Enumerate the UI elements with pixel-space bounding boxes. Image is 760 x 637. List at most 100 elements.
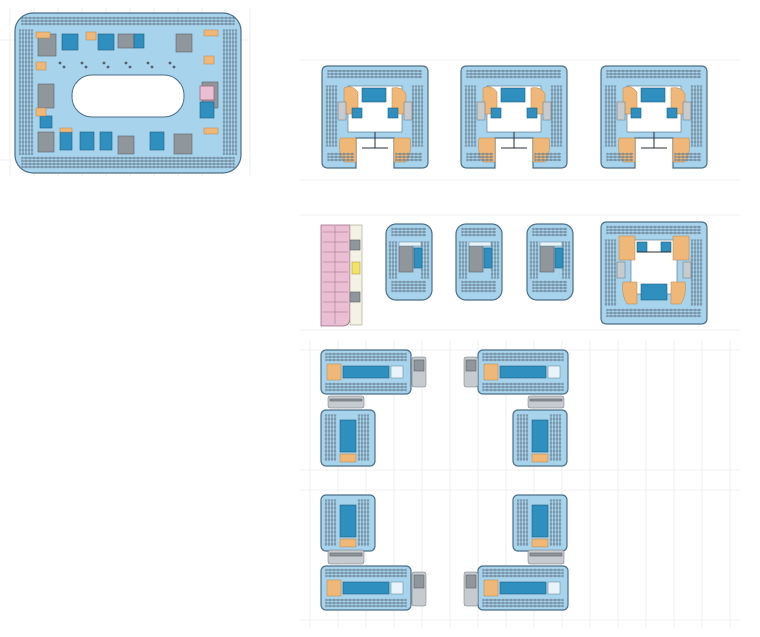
meeting-room	[531, 419, 549, 453]
central-atrium	[71, 74, 185, 118]
workstation-columns	[516, 499, 529, 546]
core-block	[37, 131, 55, 153]
meeting-room	[500, 87, 526, 103]
meeting-room	[483, 247, 493, 269]
shared-space	[393, 137, 411, 163]
shared-space	[35, 61, 47, 71]
workstation-rows	[461, 227, 496, 237]
core-block	[337, 101, 347, 121]
core-block	[349, 239, 361, 251]
shared-space	[339, 453, 357, 463]
seating-dot	[80, 61, 84, 65]
shared-space	[35, 107, 47, 117]
core-block	[117, 33, 135, 49]
cluster-mid-right	[512, 409, 568, 467]
workstation-rows	[606, 69, 701, 79]
core-block	[468, 245, 484, 273]
meeting-room	[499, 365, 547, 379]
meeting-room	[79, 131, 95, 151]
meeting-room	[61, 33, 79, 51]
workstation-rows	[482, 352, 564, 362]
meeting-room	[660, 241, 672, 253]
workstation-columns	[325, 85, 338, 147]
corridor	[539, 241, 563, 247]
lift-core	[529, 552, 563, 557]
shared-space	[326, 579, 342, 597]
meeting-room	[361, 87, 387, 103]
cluster-bottom-right	[477, 565, 569, 611]
tower-2	[455, 223, 503, 301]
meeting-room	[636, 241, 648, 253]
meeting-room	[149, 131, 165, 151]
c-block-3	[600, 65, 708, 169]
corridor	[398, 241, 422, 247]
stair-core	[351, 261, 361, 275]
meeting-room	[666, 107, 678, 119]
shared-space	[532, 137, 550, 163]
workstation-rows	[466, 152, 493, 162]
pantry	[390, 365, 404, 379]
core-tl-link	[327, 395, 365, 409]
workstation-rows	[327, 152, 354, 162]
core-tr-link	[527, 395, 565, 409]
core-block	[175, 33, 193, 53]
core-block	[173, 133, 193, 155]
meeting-room	[554, 247, 564, 269]
workstation-columns	[222, 29, 238, 155]
core-block	[616, 101, 626, 121]
workstation-rows	[327, 69, 422, 79]
workstation-columns	[549, 414, 562, 461]
workstation-rows	[482, 598, 564, 608]
shared-space	[203, 29, 219, 37]
shared-space	[339, 538, 357, 548]
meeting-room	[630, 107, 642, 119]
shared-space	[59, 127, 73, 133]
meeting-room	[342, 365, 390, 379]
shared-space	[35, 31, 51, 39]
core-block	[403, 101, 413, 121]
workstation-columns	[690, 239, 703, 306]
meeting-room	[59, 131, 73, 151]
workstation-rows	[21, 16, 235, 26]
cluster-low-left	[320, 494, 376, 552]
meeting-room	[413, 247, 423, 269]
workstation-columns	[357, 499, 370, 546]
meeting-room	[342, 581, 390, 595]
tower-1	[385, 223, 433, 301]
meeting-room	[39, 115, 53, 129]
workstation-columns	[388, 241, 398, 279]
ring-plan	[14, 12, 242, 174]
meeting-room	[499, 581, 547, 595]
workstation-columns	[604, 239, 617, 306]
core-block	[37, 83, 55, 109]
workstation-rows	[532, 280, 567, 293]
seating-dot	[128, 65, 132, 69]
workstation-columns	[411, 85, 424, 147]
core-block	[539, 245, 555, 273]
workstation-rows	[606, 308, 701, 318]
meeting-room	[99, 131, 113, 151]
shared-space	[670, 281, 686, 305]
workstation-columns	[18, 29, 34, 155]
shared-space	[483, 579, 499, 597]
workstation-rows	[391, 227, 426, 237]
service-core	[327, 395, 365, 409]
pantry	[547, 581, 561, 595]
core-block	[349, 291, 361, 303]
lift-core	[329, 398, 363, 402]
cluster-low-right	[512, 494, 568, 552]
workstation-columns	[324, 499, 337, 546]
residential-outline	[320, 224, 351, 327]
seating-dot	[124, 61, 128, 65]
seating-dot	[172, 65, 176, 69]
workstation-rows	[532, 227, 567, 237]
workstation-rows	[325, 352, 407, 362]
shared-space	[203, 55, 215, 65]
workstation-columns	[324, 414, 337, 461]
workstation-rows	[391, 280, 426, 293]
shared-space	[622, 281, 638, 305]
workstation-rows	[461, 280, 496, 293]
shared-space	[618, 137, 636, 163]
meeting-room	[339, 419, 357, 453]
